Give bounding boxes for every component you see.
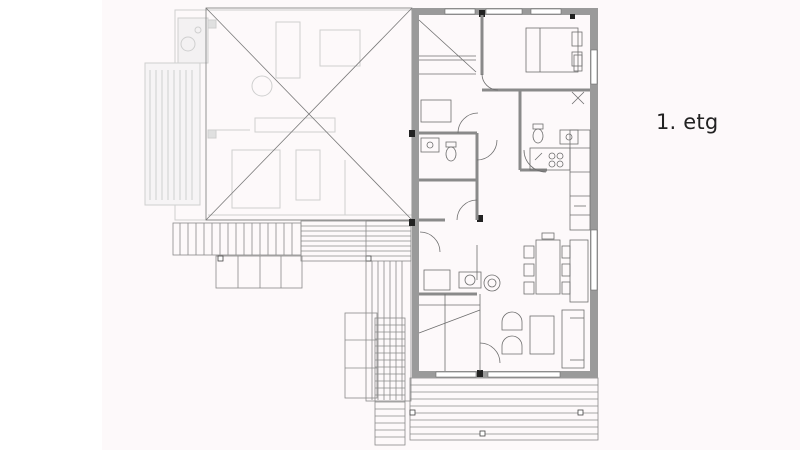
interior-details xyxy=(418,19,591,371)
furniture xyxy=(420,27,589,369)
floor-level-label: 1. etg xyxy=(656,110,719,134)
sofa xyxy=(561,309,585,369)
structural-posts xyxy=(409,10,575,377)
sheet-background xyxy=(102,0,800,450)
sink-upper xyxy=(559,129,579,145)
adjacent-unit-ghost xyxy=(144,9,416,221)
bed xyxy=(525,27,579,73)
west-deck xyxy=(172,220,412,402)
dining-table xyxy=(535,239,561,295)
exterior-stair xyxy=(344,312,406,446)
sink-lower xyxy=(420,137,440,153)
interior-walls xyxy=(419,15,590,296)
windows xyxy=(435,8,598,378)
